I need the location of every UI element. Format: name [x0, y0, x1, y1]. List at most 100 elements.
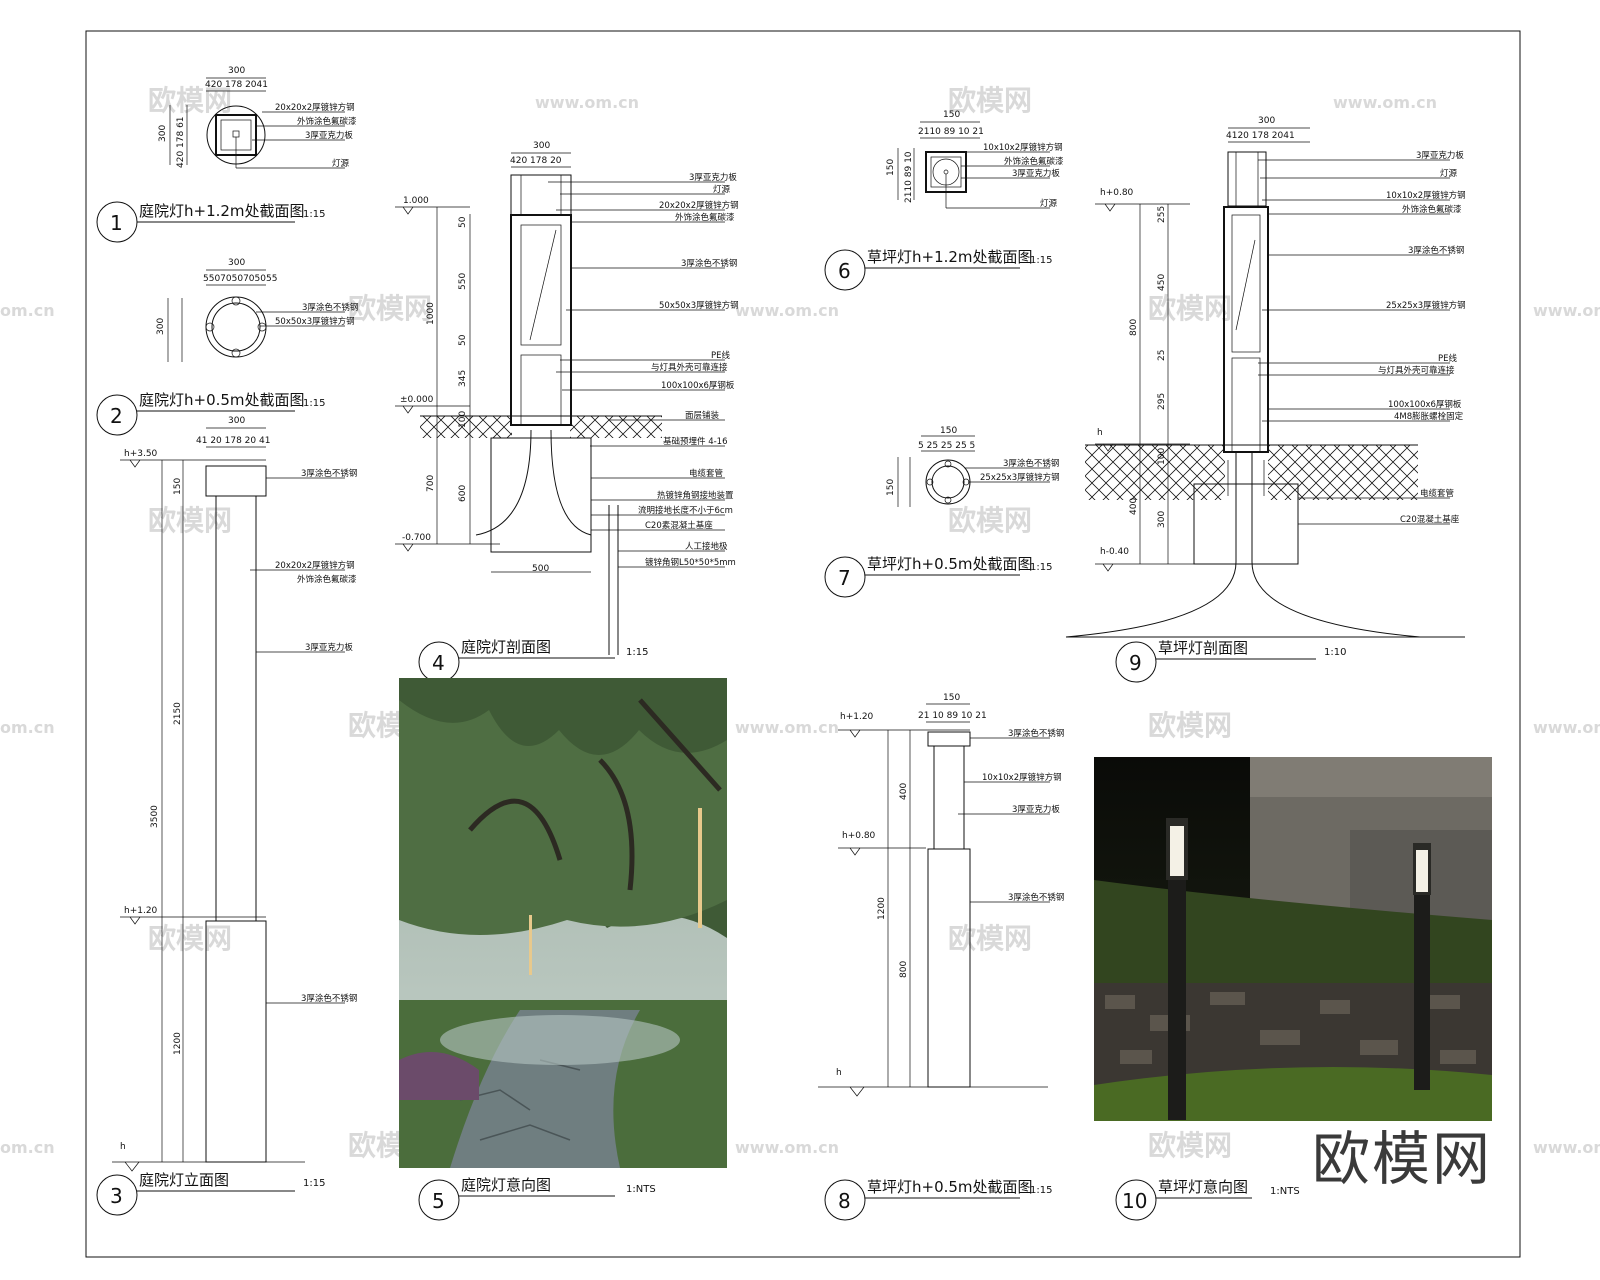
- svg-text:300: 300: [533, 141, 550, 151]
- svg-text:欧模网: 欧模网: [148, 84, 232, 117]
- svg-text:h: h: [120, 1142, 126, 1152]
- detail-8-elevation: 150 21 10 89 10 21 h+1.20 h+0.80 h 400 1…: [818, 693, 1064, 1221]
- svg-text:7: 7: [838, 566, 851, 590]
- svg-text:5: 5: [432, 1189, 445, 1213]
- svg-text:1:15: 1:15: [303, 209, 325, 220]
- svg-text:100x100x6厚钢板: 100x100x6厚钢板: [1388, 399, 1462, 410]
- svg-text:欧模网: 欧模网: [948, 84, 1032, 117]
- svg-text:3厚亚克力板: 3厚亚克力板: [1012, 804, 1060, 815]
- svg-text:300: 300: [1258, 116, 1275, 126]
- detail-2-title: 庭院灯h+0.5m处截面图: [139, 391, 305, 409]
- svg-text:1200: 1200: [173, 1032, 183, 1055]
- svg-text:300: 300: [156, 318, 166, 335]
- svg-text:1:15: 1:15: [303, 398, 325, 409]
- svg-text:电缆套管: 电缆套管: [1420, 488, 1454, 499]
- svg-text:欧模网: 欧模网: [148, 922, 232, 955]
- svg-text:www.om.cn: www.om.cn: [535, 93, 639, 112]
- svg-text:3厚亚克力板: 3厚亚克力板: [305, 130, 353, 141]
- svg-text:h+0.80: h+0.80: [1100, 188, 1134, 198]
- svg-text:灯源: 灯源: [1440, 168, 1458, 179]
- detail-8-number-circle: [824, 1179, 866, 1221]
- svg-text:欧模网: 欧模网: [948, 504, 1032, 537]
- svg-text:流明接地长度不小于6cm: 流明接地长度不小于6cm: [638, 505, 733, 516]
- svg-text:5507050705055: 5507050705055: [203, 274, 277, 284]
- svg-text:h+1.20: h+1.20: [840, 712, 874, 722]
- svg-text:4M8膨胀螺栓固定: 4M8膨胀螺栓固定: [1394, 411, 1464, 422]
- svg-text:1:NTS: 1:NTS: [626, 1184, 656, 1195]
- svg-text:3厚涂色不锈钢: 3厚涂色不锈钢: [301, 993, 357, 1004]
- svg-text:50: 50: [458, 334, 468, 346]
- svg-text:www.om.cn: www.om.cn: [735, 718, 839, 737]
- svg-text:50x50x3厚镀锌方钢: 50x50x3厚镀锌方钢: [659, 300, 739, 311]
- svg-text:面层铺装: 面层铺装: [685, 410, 720, 421]
- svg-text:2150: 2150: [173, 702, 183, 725]
- svg-text:C20素混凝土基座: C20素混凝土基座: [645, 520, 713, 531]
- svg-text:1200: 1200: [877, 897, 887, 920]
- svg-text:25x25x3厚镀锌方钢: 25x25x3厚镀锌方钢: [980, 472, 1060, 483]
- svg-text:外饰涂色氟碳漆: 外饰涂色氟碳漆: [1402, 204, 1462, 215]
- svg-text:h-0.40: h-0.40: [1100, 547, 1129, 557]
- svg-text:25x25x3厚镀锌方钢: 25x25x3厚镀锌方钢: [1386, 300, 1466, 311]
- svg-text:1:NTS: 1:NTS: [1270, 1186, 1300, 1197]
- detail-1-section: 300 420 178 2041 300 420 178 61 20x20x2厚…: [96, 66, 357, 243]
- svg-text:420 178 20: 420 178 20: [510, 156, 562, 166]
- svg-text:-0.700: -0.700: [402, 533, 431, 543]
- svg-text:3厚亚克力板: 3厚亚克力板: [1416, 150, 1464, 161]
- svg-text:欧模网: 欧模网: [948, 922, 1032, 955]
- svg-text:欧模网: 欧模网: [1148, 709, 1232, 742]
- svg-text:1: 1: [110, 211, 123, 235]
- svg-text:255: 255: [1157, 206, 1167, 223]
- svg-text:C20混凝土基座: C20混凝土基座: [1400, 514, 1460, 525]
- svg-text:灯源: 灯源: [332, 158, 350, 169]
- svg-text:700: 700: [426, 475, 436, 492]
- svg-text:2110 89 10: 2110 89 10: [904, 151, 914, 203]
- svg-text:www.om.cn: www.om.cn: [735, 1138, 839, 1157]
- svg-text:10x10x2厚镀锌方钢: 10x10x2厚镀锌方钢: [1386, 190, 1466, 201]
- svg-text:1:15: 1:15: [1030, 255, 1052, 266]
- svg-text:3厚涂色不锈钢: 3厚涂色不锈钢: [302, 302, 358, 313]
- svg-text:灯源: 灯源: [1040, 198, 1058, 209]
- svg-text:345: 345: [458, 370, 468, 387]
- svg-text:10x10x2厚镀锌方钢: 10x10x2厚镀锌方钢: [983, 142, 1063, 153]
- svg-text:6: 6: [838, 259, 851, 283]
- svg-text:3厚亚克力板: 3厚亚克力板: [305, 642, 353, 653]
- svg-text:www.om.cn: www.om.cn: [1533, 301, 1600, 320]
- detail-7-title: 草坪灯h+0.5m处截面图: [867, 555, 1033, 573]
- svg-text:www.om.cn: www.om.cn: [1333, 93, 1437, 112]
- svg-text:om.cn: om.cn: [0, 718, 55, 737]
- svg-text:灯源: 灯源: [713, 184, 731, 195]
- svg-text:3: 3: [110, 1184, 123, 1208]
- svg-text:400: 400: [899, 783, 909, 800]
- detail-9-section: 300 4120 178 2041 h+0.80 h h-0.40 255 45…: [1065, 116, 1466, 683]
- svg-text:9: 9: [1129, 651, 1142, 675]
- svg-text:150: 150: [173, 478, 183, 495]
- svg-text:450: 450: [1157, 274, 1167, 291]
- svg-text:om.cn: om.cn: [0, 1138, 55, 1157]
- svg-text:2110 89 10 21: 2110 89 10 21: [918, 127, 984, 137]
- svg-text:热镀锌角钢接地装置: 热镀锌角钢接地装置: [657, 490, 734, 501]
- svg-text:400: 400: [1129, 498, 1139, 515]
- detail-5-caption: 5 庭院灯意向图 1:NTS: [418, 1176, 656, 1221]
- svg-text:庭院灯意向图: 庭院灯意向图: [461, 1176, 551, 1194]
- svg-text:3厚涂色不锈钢: 3厚涂色不锈钢: [1408, 245, 1464, 256]
- sheet-border: [85, 30, 1521, 1258]
- svg-text:150: 150: [943, 693, 960, 703]
- svg-text:150: 150: [886, 479, 896, 496]
- svg-text:295: 295: [1157, 393, 1167, 410]
- svg-text:21 10 89 10 21: 21 10 89 10 21: [918, 711, 987, 721]
- svg-text:5 25 25 25 5: 5 25 25 25 5: [918, 441, 975, 451]
- svg-text:150: 150: [943, 110, 960, 120]
- svg-text:10: 10: [1122, 1189, 1147, 1213]
- svg-text:h: h: [836, 1068, 842, 1078]
- svg-text:300: 300: [158, 125, 168, 142]
- svg-text:1:15: 1:15: [303, 1178, 325, 1189]
- svg-text:www.om.cn: www.om.cn: [1533, 1138, 1600, 1157]
- detail-6-section: 150 2110 89 10 21 150 2110 89 10 10x10x2…: [824, 110, 1064, 291]
- svg-text:草坪灯意向图: 草坪灯意向图: [1158, 1178, 1248, 1196]
- svg-text:欧模网: 欧模网: [348, 292, 432, 325]
- svg-text:41 20 178 20 41: 41 20 178 20 41: [196, 436, 270, 446]
- svg-text:10x10x2厚镀锌方钢: 10x10x2厚镀锌方钢: [982, 772, 1062, 783]
- svg-text:25: 25: [1157, 350, 1167, 361]
- svg-text:外饰涂色氟碳漆: 外饰涂色氟碳漆: [297, 574, 357, 585]
